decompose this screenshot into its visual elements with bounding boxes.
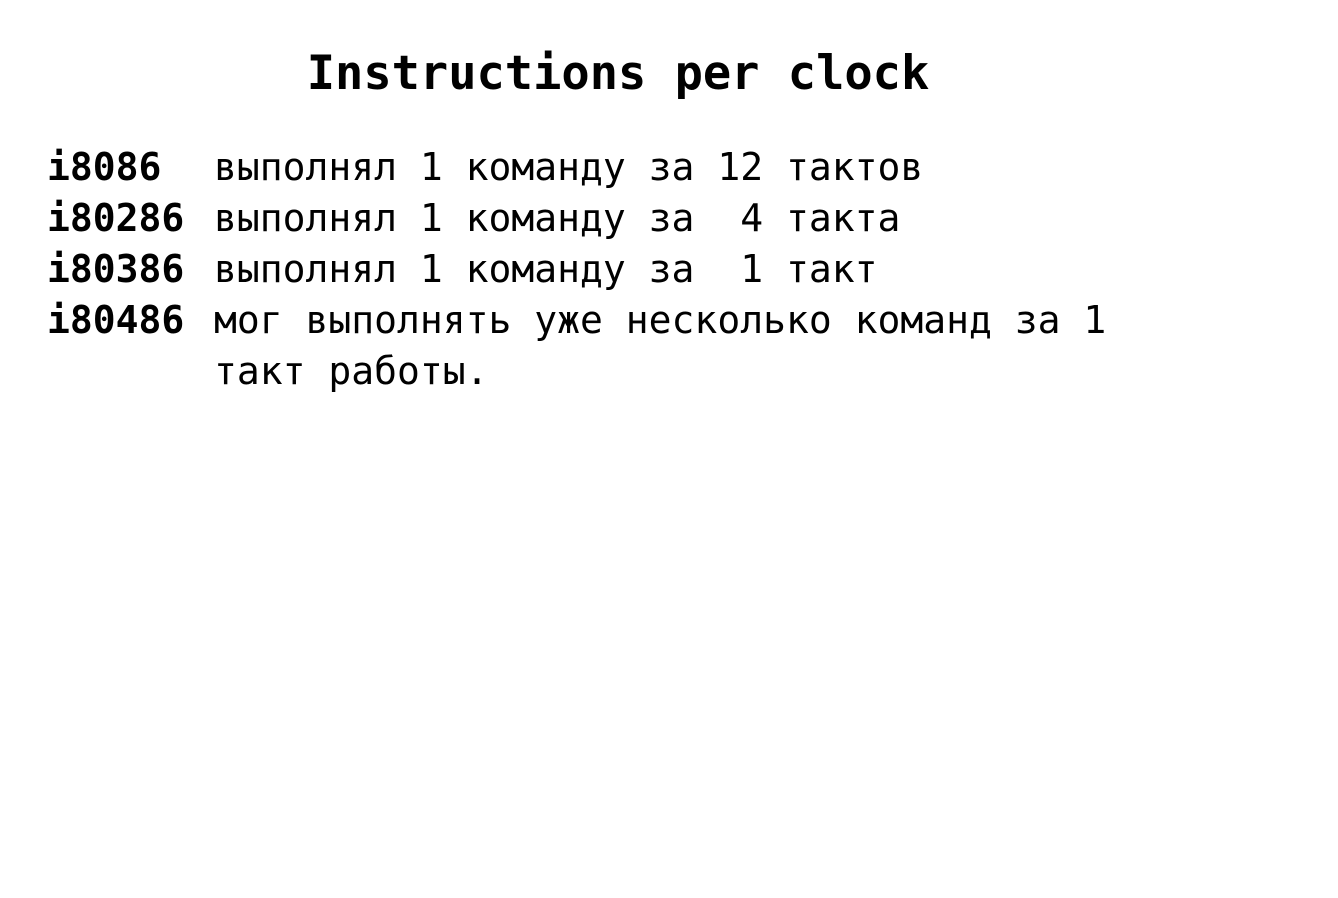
slide-title: Instructions per clock: [306, 46, 930, 101]
processor-row-i80286: i80286 выполнял 1 команду за 4 такта: [47, 193, 1307, 244]
processor-list: i8086 выполнял 1 команду за 12 тактов i8…: [47, 142, 1307, 397]
processor-description: выполнял 1 команду за 4 такта: [214, 196, 901, 240]
processor-name: i80486: [47, 298, 185, 342]
processor-description: выполнял 1 команду за 1 такт: [214, 247, 878, 291]
processor-description: выполнял 1 команду за 12 тактов: [214, 145, 924, 189]
processor-name: i80386: [47, 247, 185, 291]
processor-row-i8086: i8086 выполнял 1 команду за 12 тактов: [47, 142, 1307, 193]
processor-name: i8086: [47, 145, 162, 189]
processor-row-i80486: i80486 мог выполнять уже несколько коман…: [47, 295, 1307, 397]
processor-row-i80386: i80386 выполнял 1 команду за 1 такт: [47, 244, 1307, 295]
processor-description: мог выполнять уже несколько команд за 1 …: [214, 298, 1130, 393]
processor-name: i80286: [47, 196, 185, 240]
